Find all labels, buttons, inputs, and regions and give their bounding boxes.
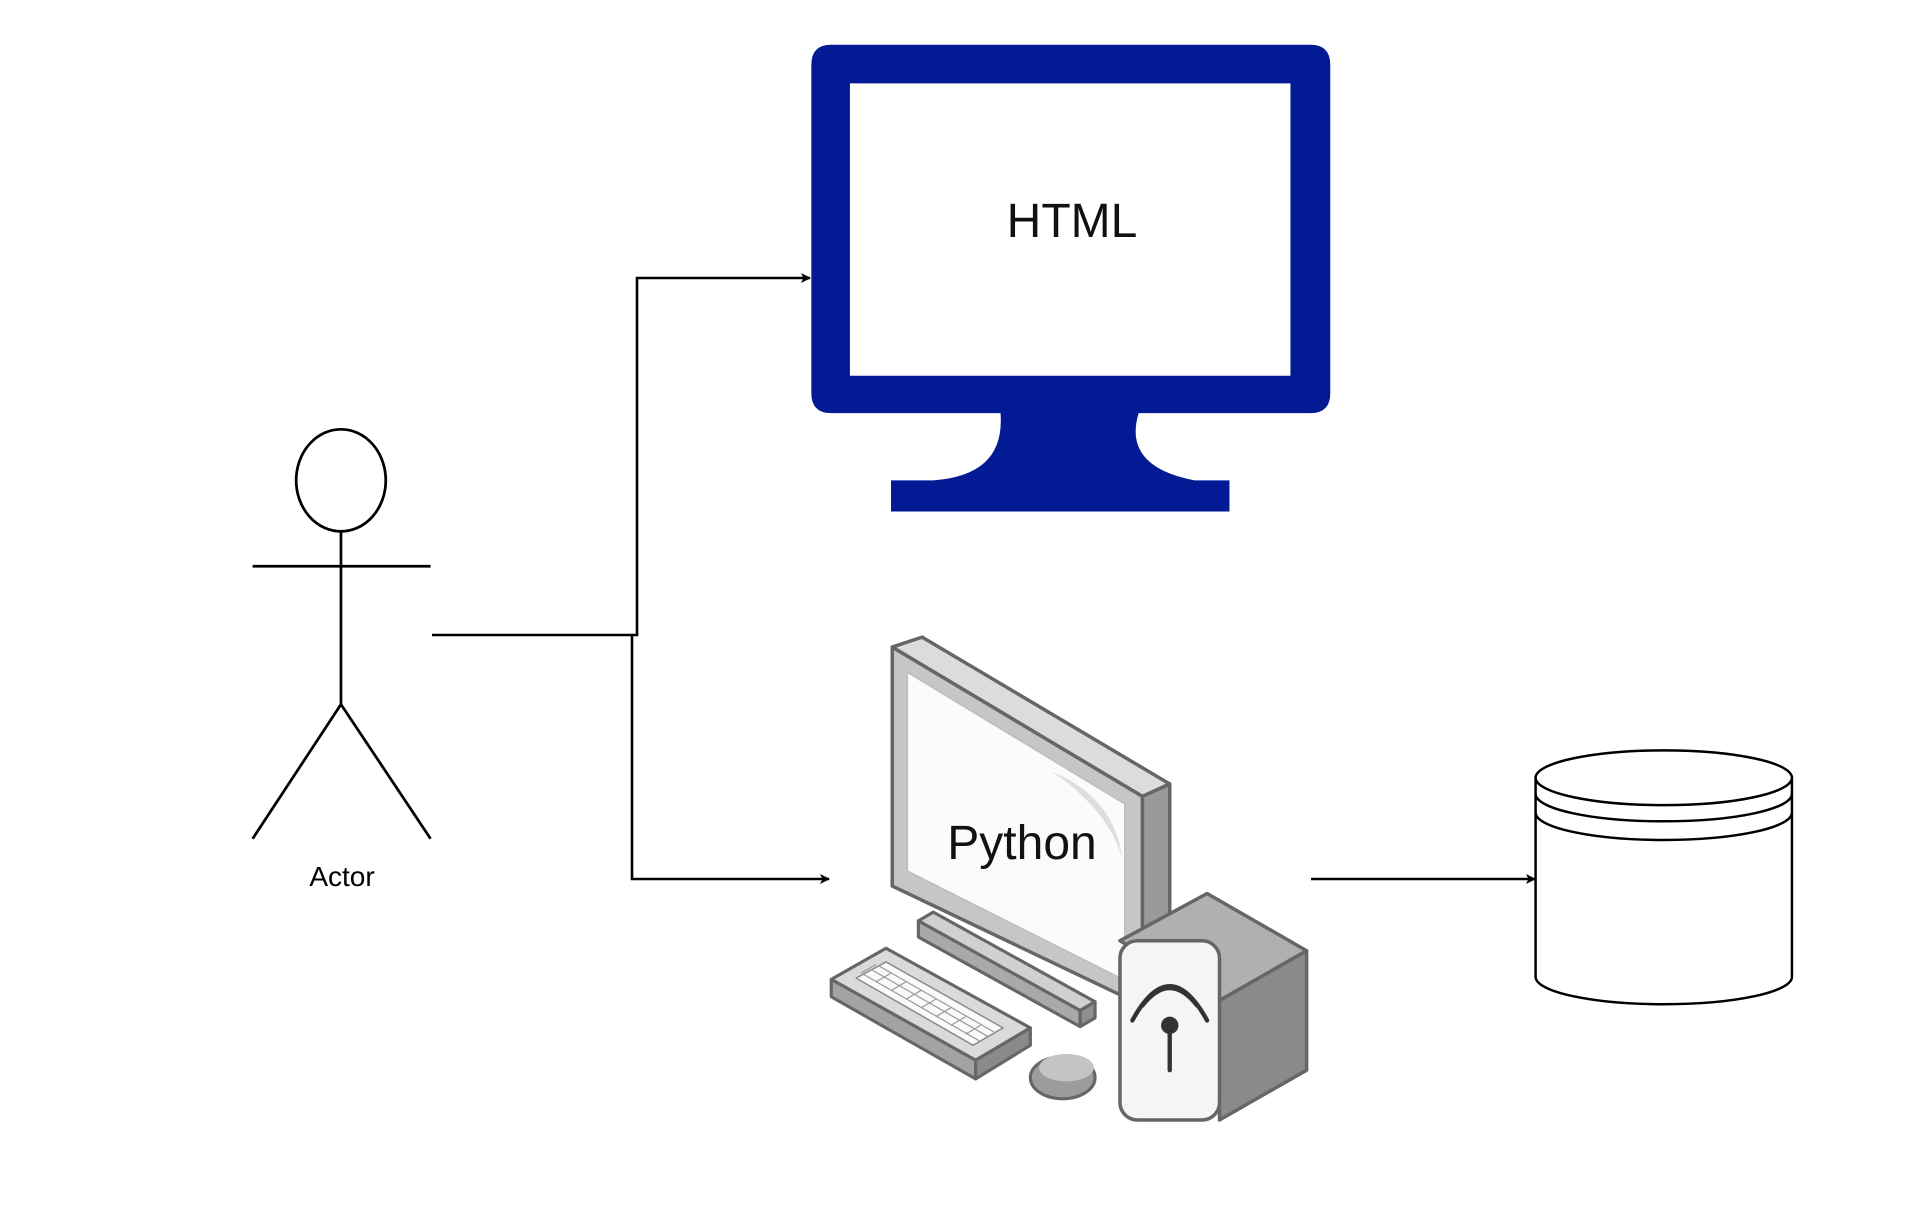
database-cylinder[interactable] — [1534, 749, 1794, 1006]
keyboard-icon — [829, 946, 1032, 1081]
actor-figure[interactable] — [251, 427, 432, 840]
database-body — [1534, 777, 1794, 1006]
database-ring-2 — [1534, 812, 1794, 842]
database-top — [1534, 749, 1794, 807]
actor-right-leg — [339, 703, 432, 840]
connectors — [432, 273, 1536, 884]
mouse-icon — [1028, 1054, 1097, 1101]
database-ring-1 — [1534, 793, 1794, 823]
monitor-icon — [811, 44, 1331, 512]
python-workstation[interactable] — [829, 635, 1309, 1122]
signal-icon — [1130, 984, 1210, 1073]
monitor-stand — [916, 910, 1097, 1029]
actor-left-leg — [251, 703, 343, 840]
actor-head — [294, 427, 388, 533]
python-workstation-label: Python — [947, 817, 1096, 870]
actor-label: Actor — [309, 861, 374, 892]
html-monitor[interactable] — [811, 44, 1331, 512]
python-monitor — [890, 635, 1172, 1008]
html-monitor-label: HTML — [1007, 195, 1138, 248]
edge-actor-to-html[interactable] — [432, 273, 811, 637]
tower-unit — [1118, 891, 1309, 1122]
edge-actor-to-python[interactable] — [630, 635, 830, 884]
